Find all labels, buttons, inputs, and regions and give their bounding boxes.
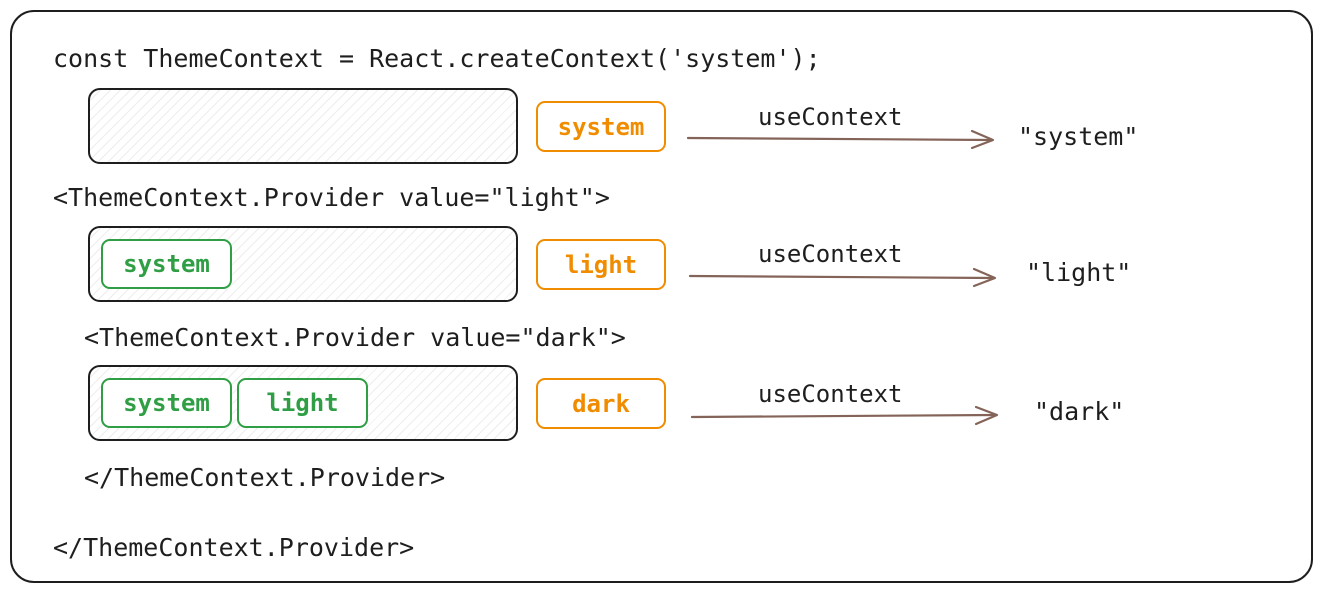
use-context-label-row2: useContext [758,240,903,268]
current-value-chip-dark: dark [536,378,666,429]
inherited-chip-light: light [237,378,368,428]
result-value-row3: "dark" [1034,397,1125,426]
use-context-arrow-row1 [686,129,995,150]
provider-dark-open-code: <ThemeContext.Provider value="dark"> [84,323,626,352]
provider-light-open-code: <ThemeContext.Provider value="light"> [53,183,610,212]
context-stack-box-light [88,226,518,302]
inherited-chip-system: system [101,239,232,289]
context-stack-box-system [88,88,518,164]
result-value-row1: "system" [1018,122,1139,151]
use-context-label-row1: useContext [758,103,903,131]
use-context-arrow-row2 [688,267,997,288]
diagram-frame [10,10,1313,583]
provider-light-close-code: </ThemeContext.Provider> [53,533,415,562]
current-value-chip-system: system [536,101,666,152]
result-value-row2: "light" [1026,258,1132,287]
current-value-chip-light: light [536,239,666,290]
provider-dark-close-code: </ThemeContext.Provider> [84,463,446,492]
use-context-arrow-row3 [690,405,999,426]
use-context-label-row3: useContext [758,380,903,408]
create-context-code: const ThemeContext = React.createContext… [53,44,821,73]
inherited-chip-system-2: system [101,378,232,428]
